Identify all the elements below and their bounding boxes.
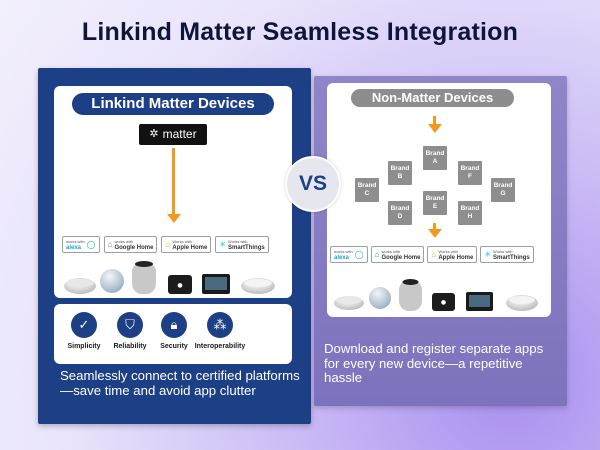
feature-simplicity: ✓ Simplicity (55, 312, 113, 350)
homepod-device (132, 262, 156, 294)
left-smart-devices: ● (64, 261, 275, 294)
feature-security: 🔒︎ Security (145, 312, 203, 350)
apple-tv-device (432, 293, 455, 311)
matter-panel: Linkind Matter Devices ✲ matter works wi… (38, 68, 311, 424)
top-arrow-shaft (433, 116, 436, 124)
matter-icon: ✲ (149, 128, 159, 140)
bottom-arrow-head (428, 229, 442, 238)
matter-caption: Seamlessly connect to certified platform… (60, 368, 300, 398)
apple-home-icon: ⌂ (165, 239, 171, 249)
check-shield-icon: ✓ (71, 312, 97, 338)
shield-check-icon: ⛉ (117, 312, 143, 338)
homepod-device (399, 280, 422, 311)
feature-interoperability: ⁂ Interoperability (191, 312, 249, 350)
non-matter-caption: Download and register separate apps for … (324, 341, 544, 385)
apple-tv-device (168, 275, 192, 294)
smartthings-icon: ✳ (219, 239, 227, 249)
echo-dot-sphere-device (100, 269, 124, 293)
page-title: Linkind Matter Seamless Integration (81, 18, 519, 46)
matter-logo-text: matter (162, 127, 197, 141)
matter-logo: ✲ matter (139, 124, 207, 145)
alexa-ring-icon: ◯ (354, 249, 364, 259)
apple-home-icon: ⌂ (431, 249, 437, 259)
features-card: ✓ Simplicity ⛉ Reliability 🔒︎ Security ⁂… (54, 304, 292, 364)
feature-reliability: ⛉ Reliability (101, 312, 159, 350)
svg-text:●: ● (177, 282, 182, 289)
lock-icon: 🔒︎ (161, 312, 187, 338)
matter-devices-heading: Linkind Matter Devices (72, 93, 274, 115)
smartthings-icon: ✳ (484, 249, 492, 259)
svg-text:●: ● (441, 299, 446, 306)
google-home-icon: ⌂ (107, 239, 113, 249)
vs-badge: VS (285, 156, 341, 212)
non-matter-devices-heading: Non-Matter Devices (351, 89, 514, 107)
google-home-icon: ⌂ (374, 249, 380, 259)
matter-arrow-shaft (172, 148, 175, 217)
matter-devices-card: Linkind Matter Devices ✲ matter works wi… (54, 86, 292, 298)
matter-arrow-head (167, 214, 181, 223)
alexa-ring-icon: ◯ (86, 239, 96, 249)
right-smart-devices: ● (334, 279, 538, 311)
bottom-arrow-shaft (433, 223, 436, 230)
network-nodes-icon: ⁂ (207, 312, 233, 338)
top-arrow-head (428, 124, 442, 133)
echo-dot-sphere-device (369, 287, 391, 309)
